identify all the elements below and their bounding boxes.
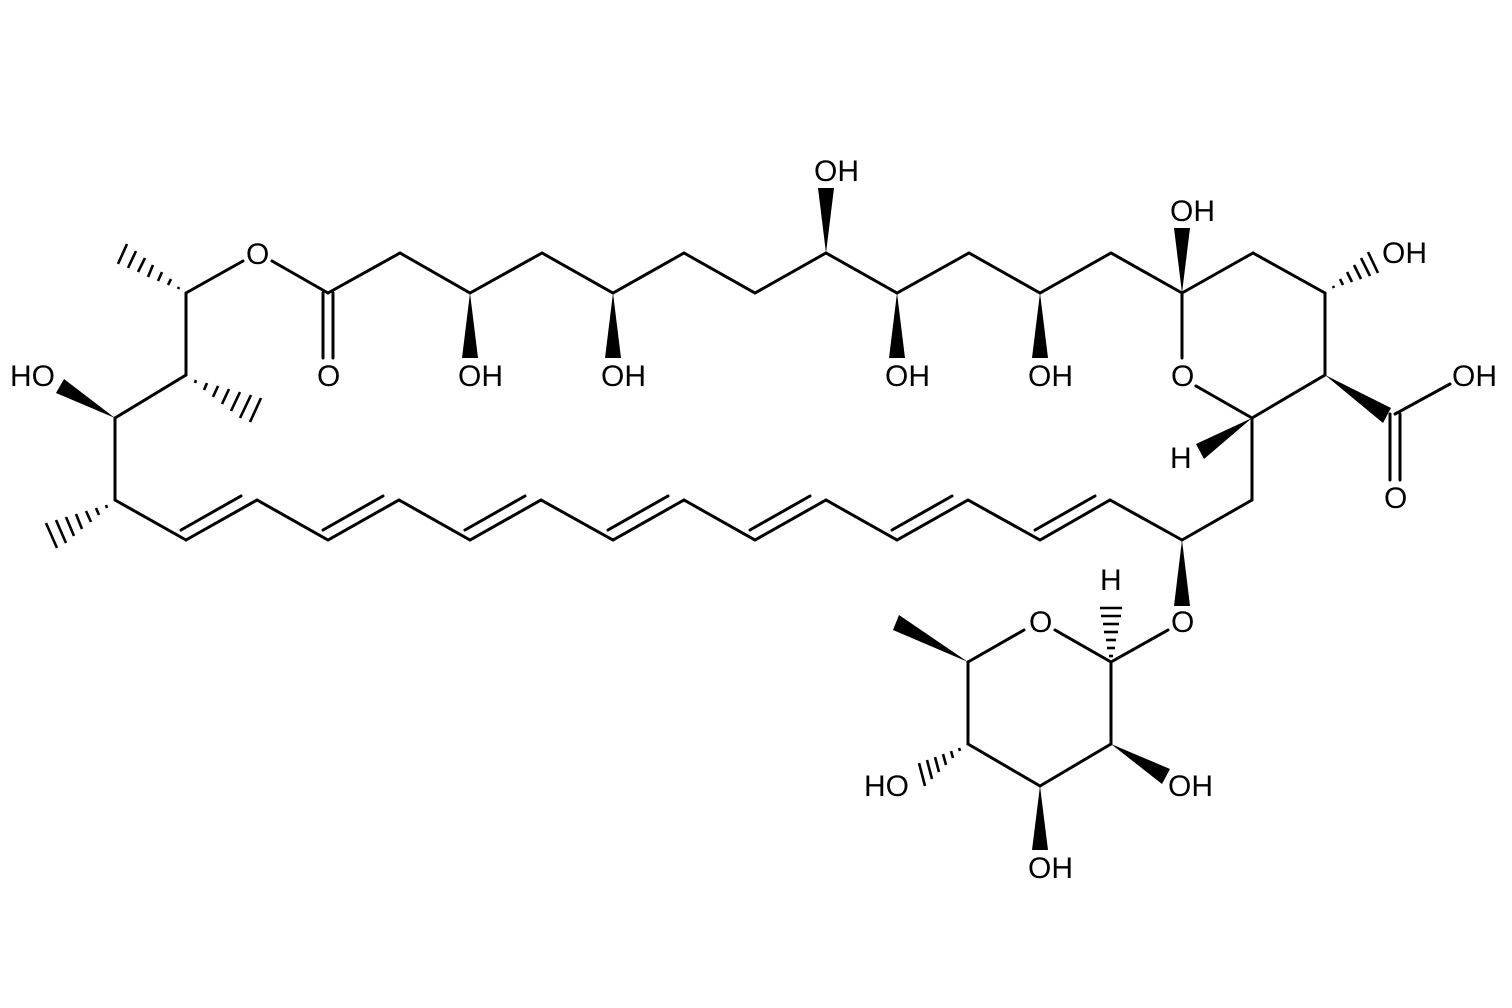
hashed-sugar-ho-left — [917, 747, 962, 787]
label-sugar-ring-o: O — [1029, 606, 1052, 639]
top-chain — [326, 188, 1184, 358]
wedge-bond-ho-left — [56, 379, 115, 418]
wedge-oh-c2 — [605, 293, 621, 358]
wedge-glyco-o — [1174, 540, 1190, 606]
hashed-methyl-top — [116, 243, 181, 290]
carbonyl — [321, 291, 335, 360]
wedge-sugar-methyl — [893, 615, 968, 662]
wedge-oh-hemiketal — [1174, 228, 1190, 293]
label-oh-ring: OH — [1382, 237, 1427, 270]
wedge-cooh — [1325, 375, 1391, 423]
label-acid-oh: OH — [1452, 360, 1497, 393]
pyran-ring — [1174, 228, 1452, 542]
glycosidic-link — [1109, 540, 1190, 664]
label-oh-c1: OH — [458, 360, 503, 393]
polyene-chain — [179, 494, 1184, 542]
label-oh-c4: OH — [1028, 360, 1073, 393]
label-oh-c2: OH — [601, 360, 646, 393]
label-ring-h: H — [1170, 442, 1192, 475]
label-carbonyl-o: O — [317, 360, 340, 393]
label-oh-hemiketal: OH — [1170, 195, 1215, 228]
label-oh-c3: OH — [885, 360, 930, 393]
wedge-sugar-oh-right — [1111, 744, 1170, 784]
hashed-methyl-bottom — [44, 504, 109, 549]
label-sugar-oh-right: OH — [1168, 770, 1213, 803]
label-sugar-oh-bottom: OH — [1028, 852, 1073, 885]
label-ester-o: O — [246, 238, 269, 271]
left-fragment — [44, 243, 330, 549]
label-oh-top: OH — [814, 155, 859, 188]
hashed-sugar-h — [1100, 606, 1122, 658]
label-glyco-o: O — [1171, 606, 1194, 639]
wedge-oh-c4 — [1032, 293, 1048, 358]
atom-labels: O O HO OH OH OH OH OH OH OH O OH O H O H… — [10, 155, 1497, 885]
label-ho-left: HO — [10, 360, 55, 393]
wedge-oh-c1 — [462, 293, 478, 358]
label-ring-o: O — [1171, 360, 1194, 393]
wedge-sugar-oh-bottom — [1032, 786, 1048, 850]
hashed-oh-ring — [1331, 251, 1380, 289]
label-sugar-h: H — [1100, 564, 1122, 597]
wedge-oh-top — [818, 188, 834, 253]
wedge-oh-c3 — [889, 293, 905, 358]
hashed-methyl-mid — [193, 379, 263, 423]
label-sugar-ho-left: HO — [864, 770, 909, 803]
label-acid-o: O — [1384, 482, 1407, 515]
wedge-ring-h — [1196, 418, 1252, 459]
sugar-ring — [893, 606, 1170, 850]
